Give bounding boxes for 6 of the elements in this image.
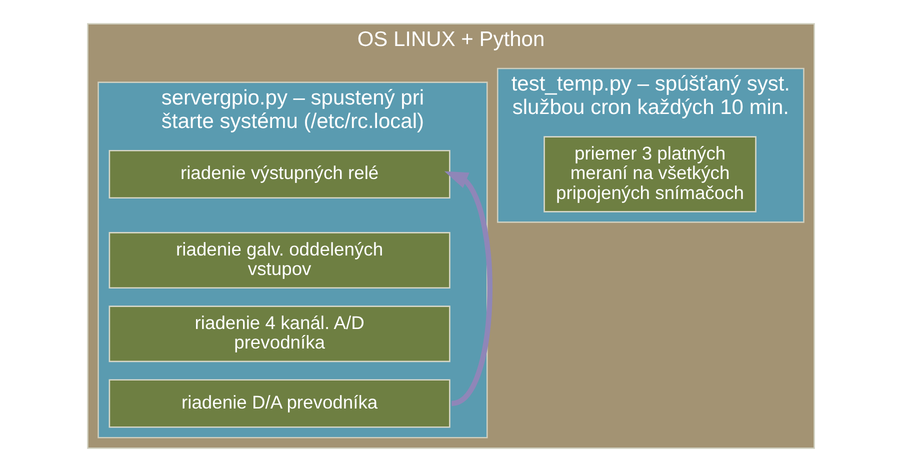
node-box: riadenie výstupných relé [108,150,450,199]
node-box: riadenie galv. oddelených vstupov [108,232,450,289]
node-box: priemer 3 platných meraní na všetkých pripojených snímačoch [543,136,756,212]
node-box: riadenie D/A prevodníka [108,379,450,428]
node-box: riadenie 4 kanál. A/D prevodníka [108,306,450,362]
arrow [444,171,492,406]
